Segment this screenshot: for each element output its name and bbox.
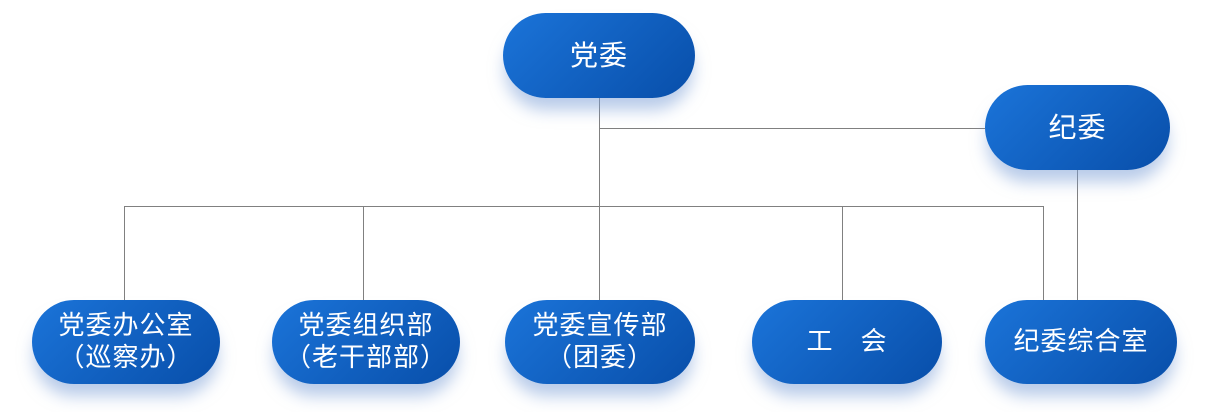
org-node-organization-dept: 党委组织部 （老干部部） [272,300,460,384]
connector-bus-to-discipline-office [1043,206,1044,300]
connector-bus-to-organization-dept [363,206,364,300]
connector-bus [124,206,1043,207]
connector-discipline-to-office [1077,170,1078,300]
org-node-discipline-office: 纪委综合室 [985,300,1177,384]
org-node-party-committee: 党委 [503,13,695,98]
org-node-party-office: 党委办公室 （巡察办） [32,300,220,384]
connector-bus-to-party-office [124,206,125,300]
org-node-labor-union: 工 会 [752,300,942,384]
connector-root-to-bus [599,98,600,206]
connector-bus-to-publicity-dept [599,206,600,300]
connector-bus-to-labor-union [842,206,843,300]
connector-root-to-discipline [599,128,985,129]
org-node-publicity-dept: 党委宣传部 （团委） [505,300,695,384]
org-node-discipline-committee: 纪委 [985,85,1170,170]
